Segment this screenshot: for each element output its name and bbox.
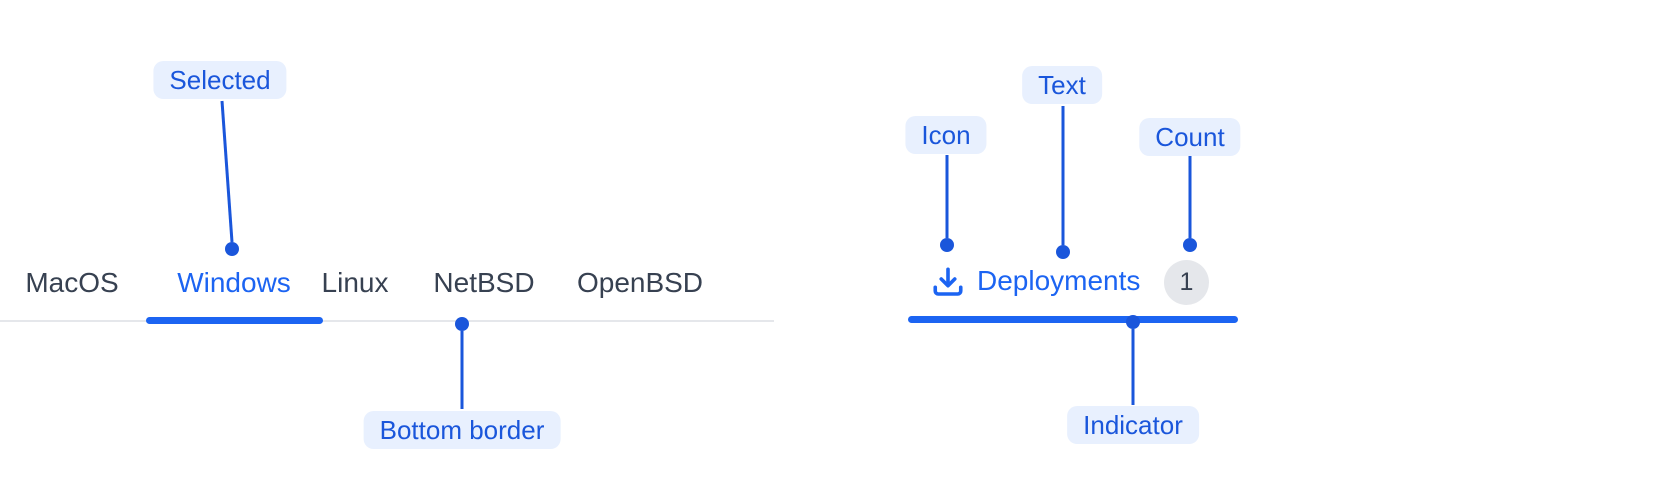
connector-dot-count (1183, 238, 1197, 252)
connector-dot-selected (225, 242, 239, 256)
tab-windows[interactable]: Windows (177, 267, 291, 298)
annotation-icon: Icon (905, 116, 987, 154)
tab-macos[interactable]: MacOS (25, 267, 119, 298)
tab-bar-divider (0, 320, 774, 322)
deployments-tab-indicator (908, 316, 1238, 323)
tab-netbsd[interactable]: NetBSD (433, 267, 535, 298)
annotation-count: Count (1139, 118, 1241, 156)
annotation-indicator: Indicator (1067, 406, 1199, 444)
connector-dot-text (1056, 245, 1070, 259)
connector-dot-icon (940, 238, 954, 252)
tab-openbsd[interactable]: OpenBSD (576, 267, 704, 298)
selected-tab-bottom-border (146, 317, 323, 324)
deployments-count-badge: 1 (1164, 260, 1209, 305)
tab-linux[interactable]: Linux (321, 267, 389, 298)
annotation-text: Text (1022, 66, 1102, 104)
annotation-bottom-border: Bottom border (363, 411, 561, 449)
connector-line-selected (220, 100, 234, 243)
annotation-selected: Selected (153, 61, 287, 99)
deployments-tab-label[interactable]: Deployments (977, 265, 1141, 296)
download-icon (930, 264, 966, 300)
